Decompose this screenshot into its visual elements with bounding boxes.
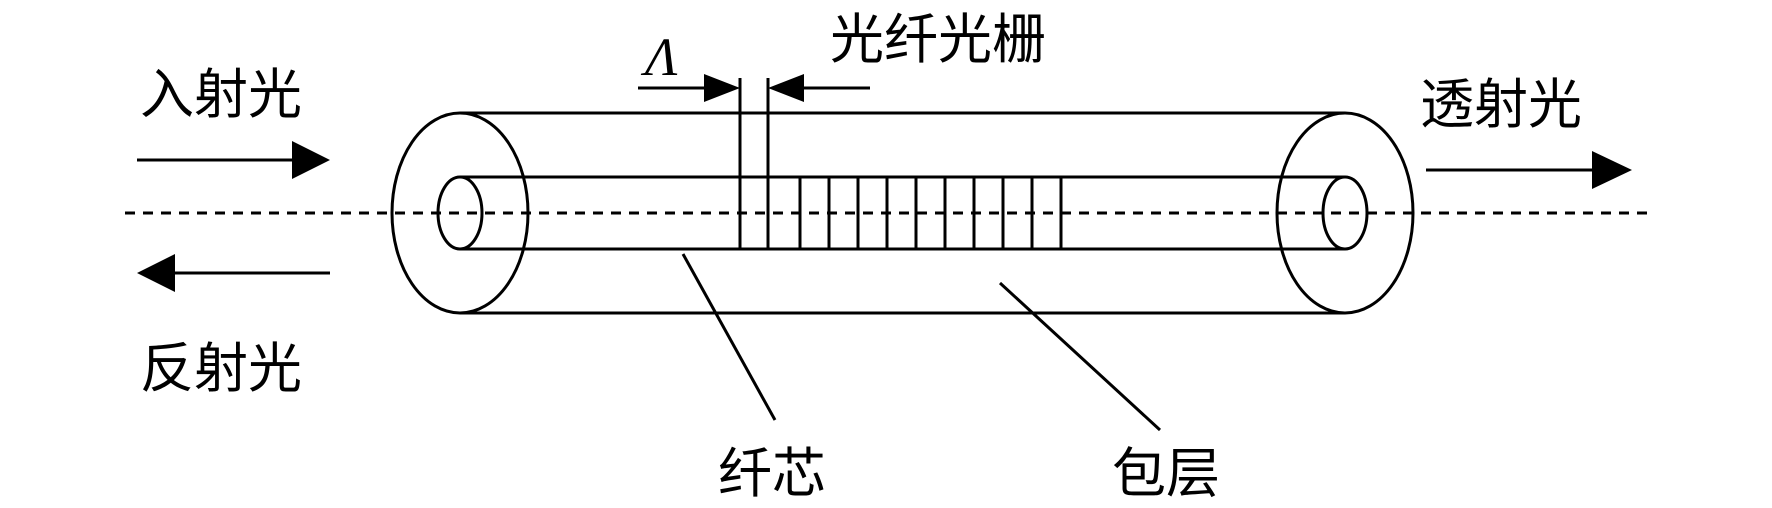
period-arrow-left: [638, 74, 740, 102]
reflected-light-label: 反射光: [140, 337, 302, 400]
reflected-light-arrow: [137, 254, 330, 292]
core-leader-line: [681, 253, 777, 421]
fiber-core-label: 纤芯: [718, 442, 826, 505]
period-arrow-right: [768, 74, 870, 102]
cladding-label: 包层: [1112, 442, 1220, 505]
transmitted-light-arrow: [1426, 151, 1632, 189]
period-symbol: Λ: [640, 27, 678, 87]
core-right-end: [1321, 175, 1369, 251]
incident-light-arrow: [137, 141, 330, 179]
fiber-grating-label: 光纤光栅: [830, 8, 1046, 71]
cladding-leader-line: [998, 281, 1162, 432]
grating-lines: [798, 177, 1063, 249]
transmitted-light-label: 透射光: [1420, 73, 1582, 136]
core-cylinder: [436, 175, 1369, 251]
cladding-cylinder: [390, 111, 1415, 315]
incident-light-label: 入射光: [140, 63, 302, 126]
